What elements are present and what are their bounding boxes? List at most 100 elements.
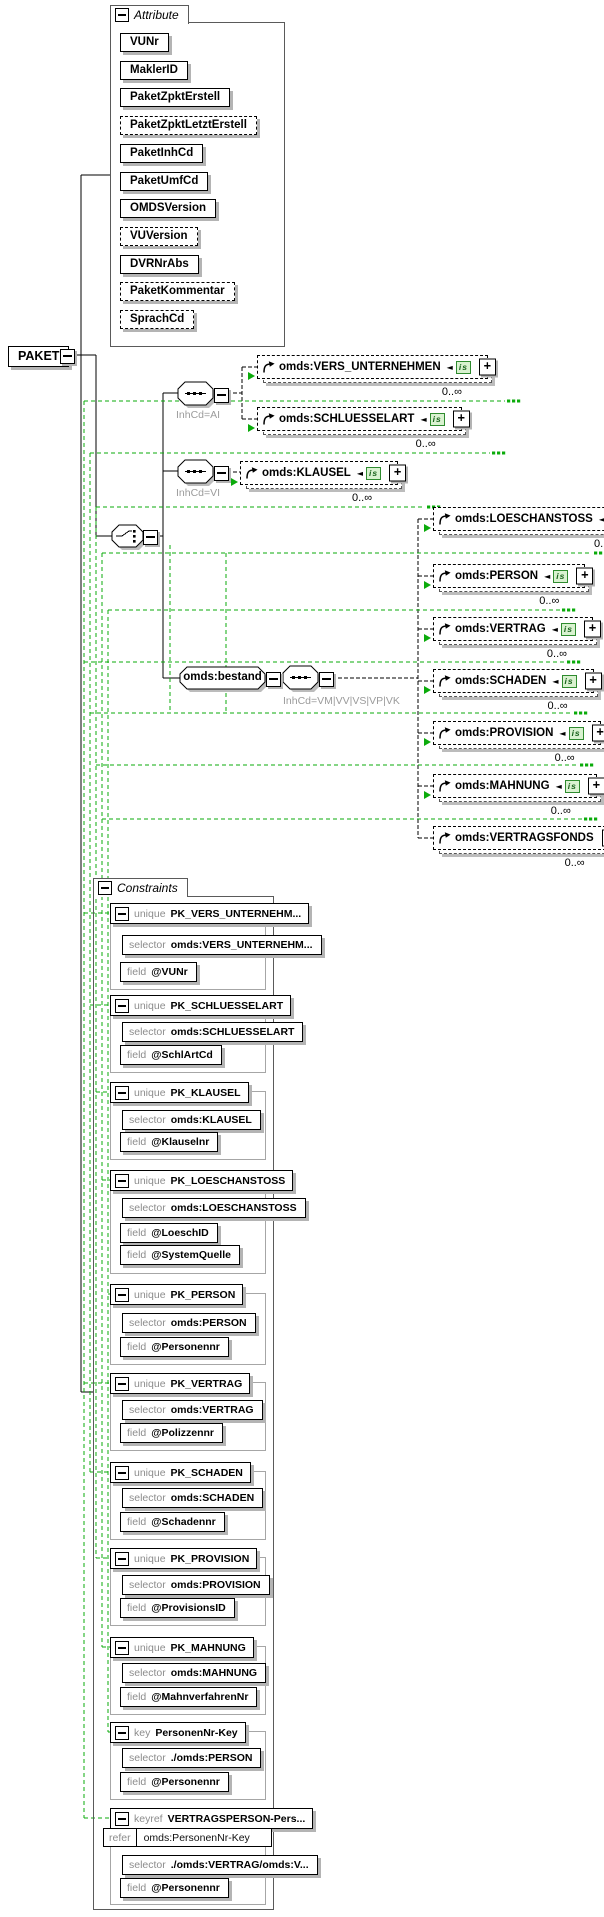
collapse-icon[interactable] (115, 906, 129, 921)
element-wrapper: omds:SCHLUESSELART◄is+0..∞ (248, 407, 470, 450)
collapse-button[interactable] (214, 466, 229, 481)
attribute-item-PaketZpktLetztErstell[interactable]: PaketZpktLetztErstell (120, 116, 257, 135)
field-row[interactable]: field@Schadennr (120, 1512, 225, 1532)
expand-button[interactable]: + (389, 464, 407, 482)
field-value: @Personennr (151, 1776, 220, 1788)
element-wrapper: omds:VERS_UNTERNEHMEN◄is+0..∞ (248, 355, 496, 398)
expand-button[interactable]: + (452, 410, 470, 428)
element-omds:SCHADEN[interactable]: omds:SCHADEN◄is+ (433, 669, 602, 697)
attribute-item-DVRNrAbs[interactable]: DVRNrAbs (120, 255, 199, 274)
selector-keyword: selector (129, 1859, 166, 1871)
field-row[interactable]: field@ProvisionsID (120, 1598, 235, 1618)
collapse-icon[interactable] (115, 1551, 129, 1566)
element-omds:VERTRAG[interactable]: omds:VERTRAG◄is+ (433, 617, 601, 645)
expand-button[interactable]: + (591, 724, 604, 742)
field-row[interactable]: field@Polizzennr (120, 1423, 224, 1443)
selector-keyword: selector (129, 1579, 166, 1591)
element-name: omds:VERS_UNTERNEHMEN (279, 361, 441, 373)
attribute-item-PaketZpktErstell[interactable]: PaketZpktErstell (120, 88, 231, 107)
selector-value: omds:KLAUSEL (170, 1114, 252, 1126)
field-keyword: field (127, 1776, 147, 1788)
collapse-icon[interactable] (115, 1173, 129, 1188)
attribute-item-PaketKommentar[interactable]: PaketKommentar (120, 282, 235, 301)
collapse-button[interactable] (143, 530, 158, 545)
collapse-icon[interactable] (115, 1640, 129, 1655)
element-omds:VERTRAGSFONDS[interactable]: omds:VERTRAGSFONDS+ (433, 826, 604, 854)
field-row[interactable]: field@Klauselnr (120, 1132, 219, 1152)
field-row[interactable]: field@SchlArtCd (120, 1045, 222, 1065)
element-omds:MAHNUNG[interactable]: omds:MAHNUNG◄is+ (433, 774, 604, 802)
field-row[interactable]: field@Personennr (120, 1337, 229, 1357)
expand-button[interactable]: + (583, 620, 601, 638)
attribute-item-PaketUmfCd[interactable]: PaketUmfCd (120, 172, 209, 191)
attribute-item-VUNr[interactable]: VUNr (120, 33, 169, 52)
field-keyword: field (127, 1882, 147, 1894)
field-row[interactable]: field@SystemQuelle (120, 1245, 240, 1265)
field-row[interactable]: field@Personennr (120, 1878, 229, 1898)
collapse-icon[interactable] (115, 998, 129, 1013)
collapse-button[interactable] (214, 388, 229, 403)
collapse-icon[interactable] (115, 1085, 129, 1100)
paket-element[interactable]: PAKET (8, 346, 70, 367)
field-row[interactable]: field@MahnverfahrenNr (120, 1687, 258, 1707)
element-omds:SCHLUESSELART[interactable]: omds:SCHLUESSELART◄is+ (257, 407, 470, 435)
collapse-icon[interactable] (115, 1465, 129, 1480)
selector-row[interactable]: selector./omds:PERSON (122, 1748, 262, 1768)
attribute-item-OMDSVersion[interactable]: OMDSVersion (120, 199, 217, 218)
element-omds:LOESCHANSTOSS[interactable]: omds:LOESCHANSTOSS◄is+ (433, 507, 604, 535)
collapse-icon[interactable] (115, 1376, 129, 1391)
element-omds:PERSON[interactable]: omds:PERSON◄is+ (433, 564, 594, 592)
element-wrapper: omds:KLAUSEL◄is+0..∞ (231, 461, 407, 504)
field-value: @Personennr (151, 1341, 220, 1353)
expand-button[interactable]: + (478, 358, 496, 376)
collapse-icon[interactable] (115, 1811, 129, 1826)
element-wrapper: omds:VERTRAGSFONDS+0..∞ (433, 826, 604, 869)
selector-row[interactable]: selector./omds:VERTRAG/omds:V... (122, 1855, 318, 1875)
field-row[interactable]: field@LoeschID (120, 1223, 218, 1243)
field-row[interactable]: field @Personennr (120, 1772, 229, 1792)
expand-button[interactable]: + (587, 777, 604, 795)
collapse-button[interactable] (60, 349, 75, 364)
element-wrapper: omds:PROVISION◄is+0..∞ (424, 721, 604, 764)
element-omds:VERS_UNTERNEHMEN[interactable]: omds:VERS_UNTERNEHMEN◄is+ (257, 355, 496, 383)
element-omds:KLAUSEL[interactable]: omds:KLAUSEL◄is+ (240, 461, 407, 489)
collapse-button[interactable] (266, 672, 281, 687)
element-omds:PROVISION[interactable]: omds:PROVISION◄is+ (433, 721, 604, 749)
field-row[interactable]: field@VUNr (120, 962, 197, 982)
expand-button[interactable]: + (584, 672, 602, 690)
attribute-item-MaklerID[interactable]: MaklerID (120, 61, 188, 80)
expand-button[interactable]: + (601, 829, 604, 847)
attribute-item-SprachCd[interactable]: SprachCd (120, 310, 195, 329)
collapse-icon[interactable] (115, 1725, 129, 1740)
constraint-name: PK_VERTRAG (170, 1377, 243, 1390)
bestand-element[interactable]: omds:bestand (183, 671, 262, 683)
collapse-icon[interactable] (115, 8, 129, 22)
expand-button[interactable]: + (576, 567, 594, 585)
attribute-item-PaketInhCd[interactable]: PaketInhCd (120, 144, 204, 163)
collapse-icon[interactable] (115, 1287, 129, 1302)
attribute-item-VUVersion[interactable]: VUVersion (120, 227, 198, 246)
collapse-button[interactable] (319, 672, 334, 687)
collapse-icon[interactable] (98, 881, 112, 895)
